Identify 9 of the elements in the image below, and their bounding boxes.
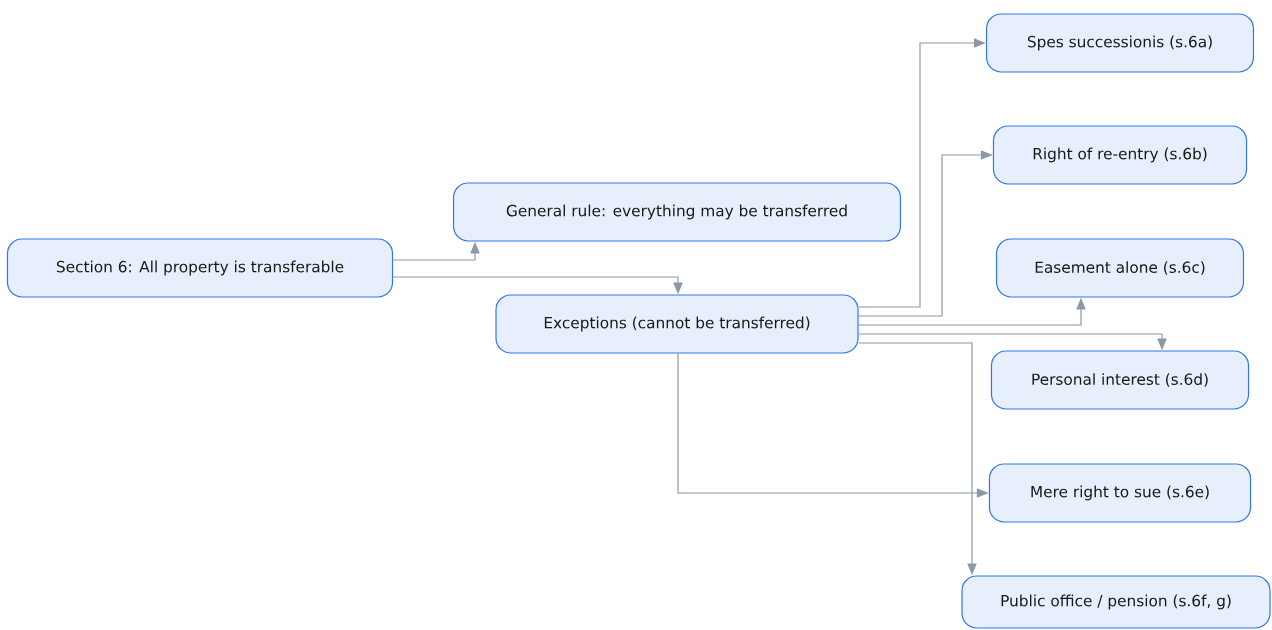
process-box: Mere right to sue (s.6e)	[988, 463, 1252, 523]
process-box: Personal interest (s.6d)	[990, 350, 1250, 410]
process-box: Public office / pension (s.6f, g)	[961, 575, 1271, 629]
process-box: Exceptions (cannot be transferred)	[495, 294, 859, 354]
process-box: Section 6: All property is transferable	[6, 238, 394, 298]
process-box: Easement alone (s.6c)	[995, 238, 1245, 298]
process-box: General rule: everything may be transferred	[452, 182, 902, 242]
process-box: Right of re-entry (s.6b)	[992, 125, 1248, 185]
process-box: Spes successionis (s.6a)	[985, 13, 1255, 73]
